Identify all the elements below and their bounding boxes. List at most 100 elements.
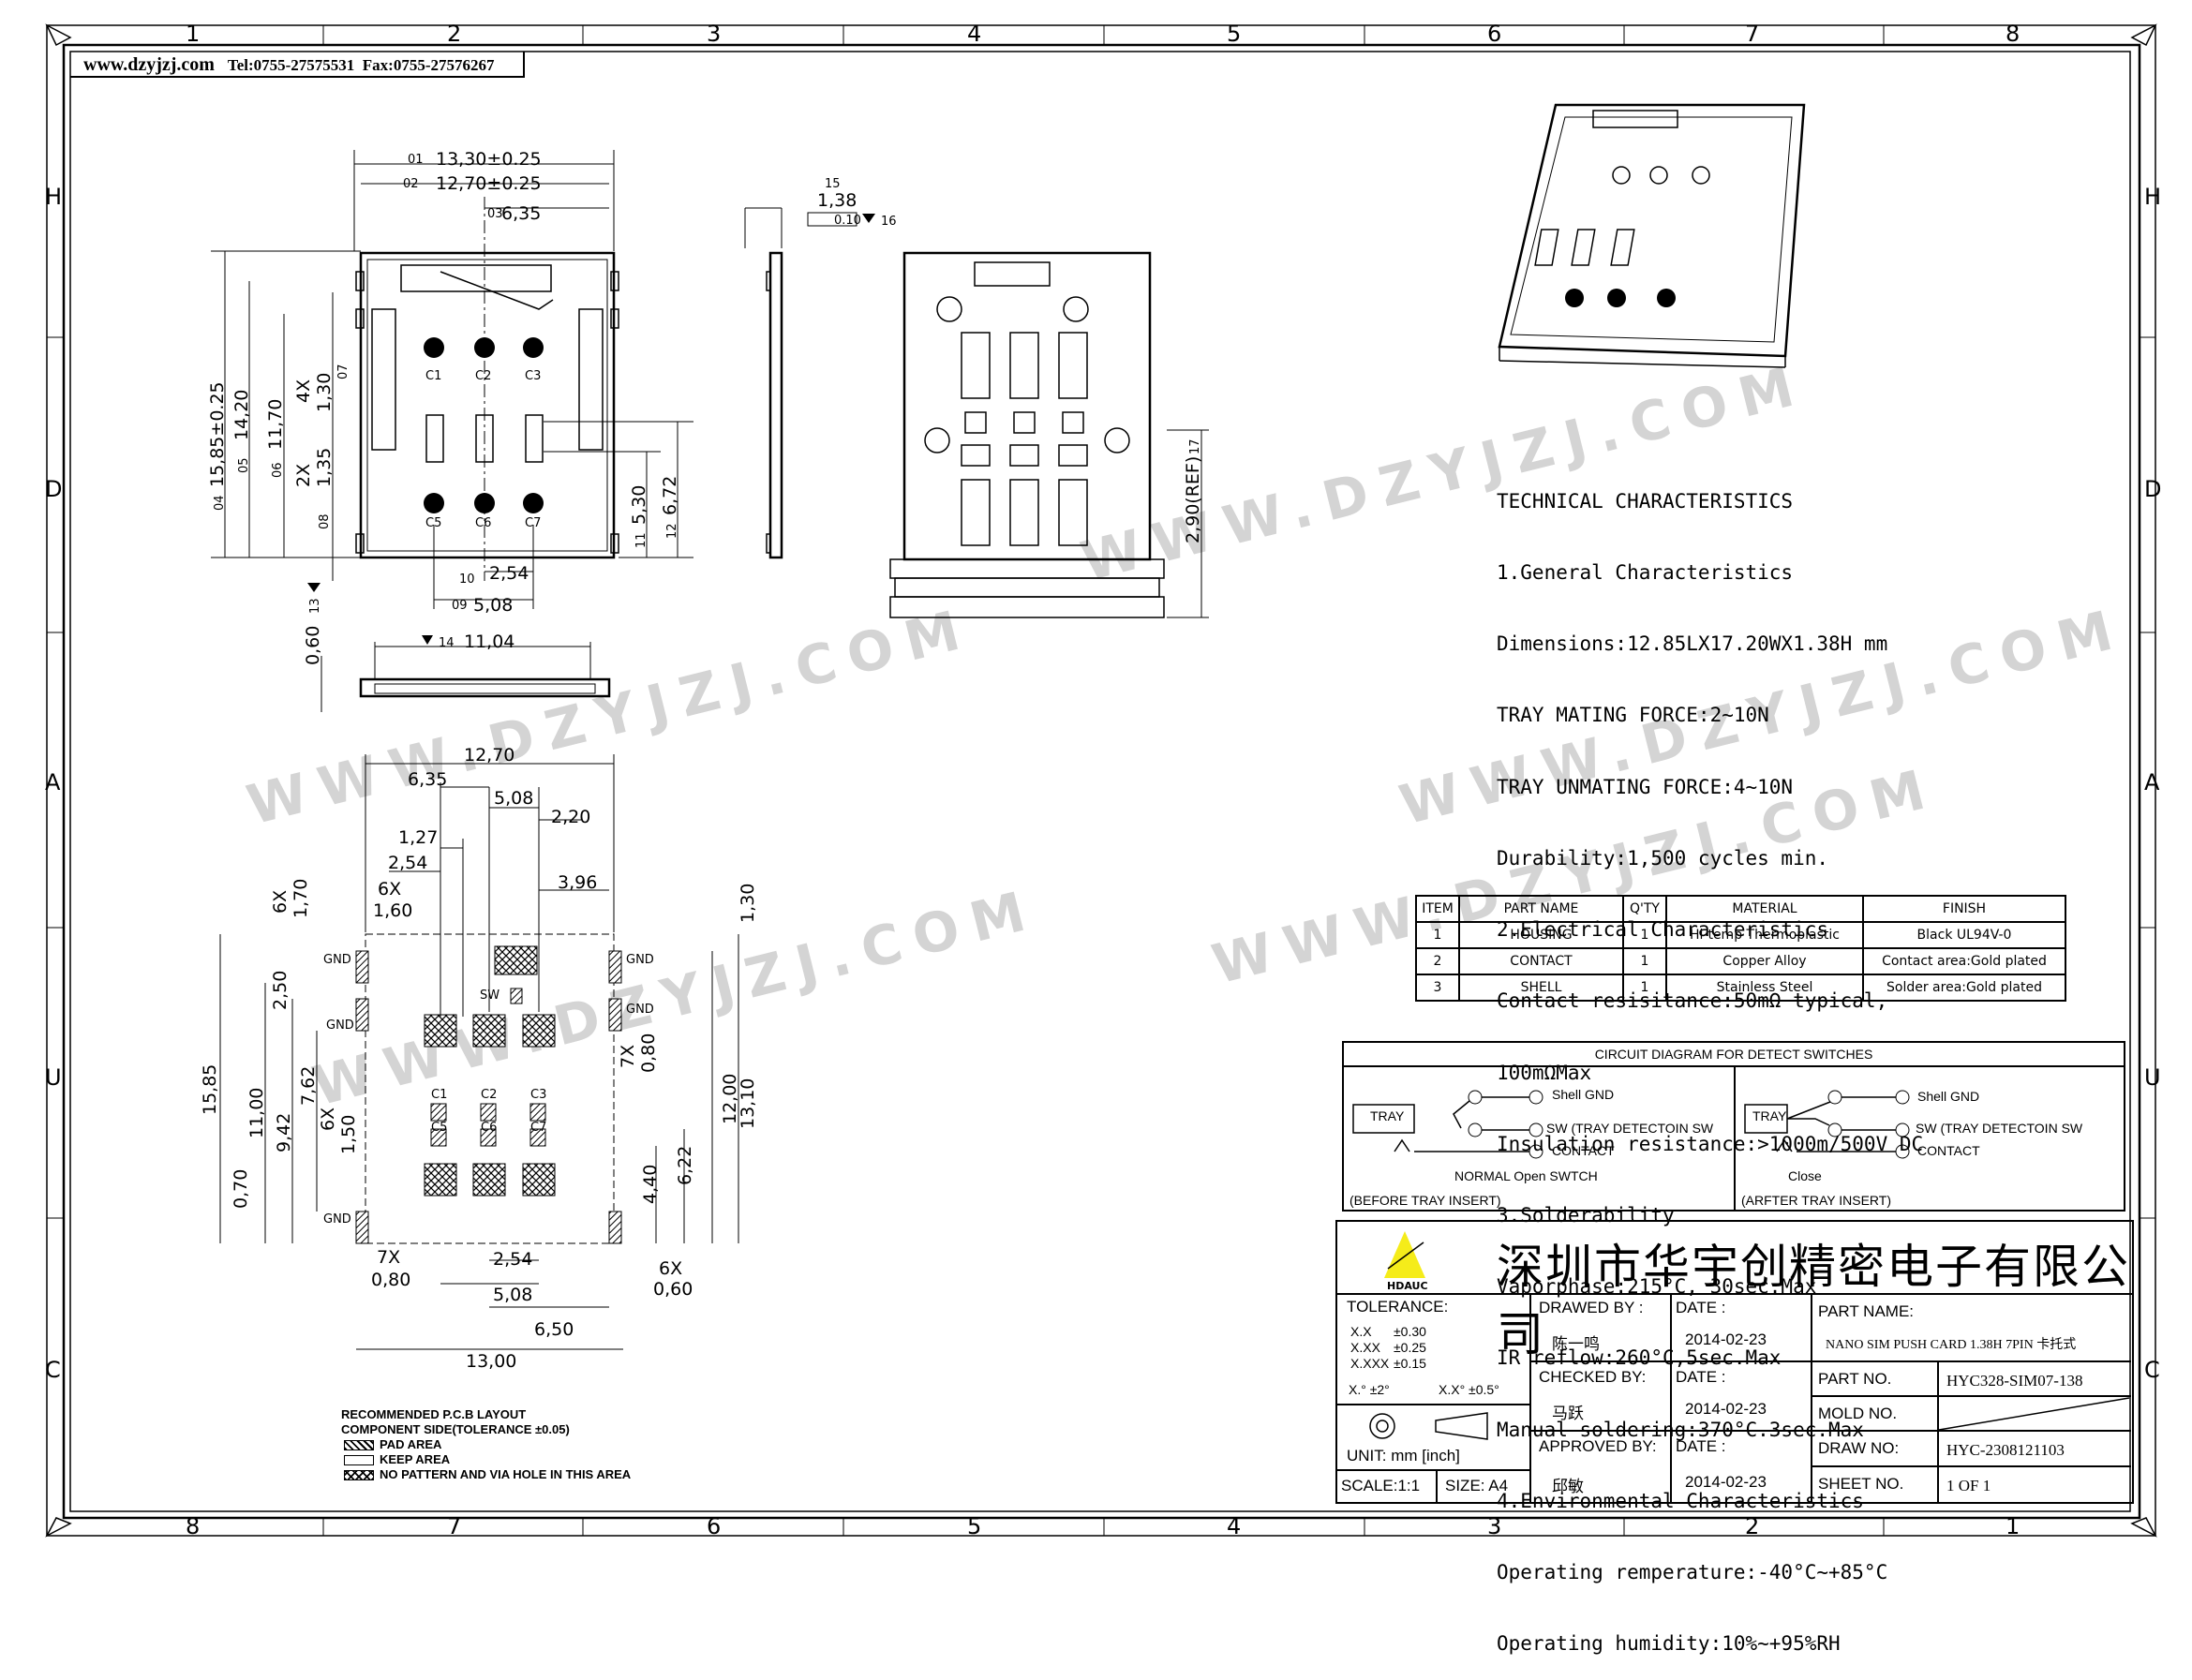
dimension-label: 13,10 [738, 1078, 758, 1129]
dimension-label: 15,85 [200, 1064, 220, 1115]
website-link: www.dzyjzj.com [83, 54, 215, 75]
drawing-line [608, 950, 622, 984]
dimension-label: 12,00 [720, 1074, 740, 1124]
dimension-label: 2,20 [551, 807, 590, 827]
checked-by-label: CHECKED BY: [1539, 1368, 1647, 1386]
drawing-line [964, 411, 987, 434]
drawing-line [766, 533, 771, 554]
dimension-label: 0,80 [371, 1270, 410, 1290]
inner-frame [69, 51, 2131, 1512]
dimension-label: 01 [408, 153, 424, 167]
legend-subtitle: COMPONENT SIDE(TOLERANCE ±0.05) [341, 1422, 570, 1436]
unit-cell: UNIT: mm [inch] [1337, 1405, 1531, 1471]
dimension-label: C1 [431, 1088, 447, 1102]
dimension-label: 0,80 [638, 1033, 659, 1073]
drawing-line [1610, 229, 1635, 266]
column-header: Q'TY [1622, 895, 1667, 923]
dimension-label: 0,70 [231, 1169, 251, 1209]
contact-pads [424, 337, 544, 513]
dimension-label: 6X [318, 1108, 338, 1131]
company-name: 深圳市华宇创精密电子有限公司 [1497, 1240, 2130, 1361]
drawing-line [400, 264, 552, 292]
pad-area-swatch-icon [344, 1440, 374, 1451]
drawing-line [440, 271, 554, 310]
drawing-line [522, 1014, 556, 1048]
corner-arrow-icon [2130, 1517, 2157, 1538]
drawing-line [1058, 479, 1088, 546]
dimension-label: 4X [293, 379, 314, 403]
dimension-label: 1,35 [314, 448, 335, 487]
legend-title: RECOMMENDED P.C.B LAYOUT [341, 1407, 527, 1421]
dimension-label: 0,60 [303, 626, 323, 665]
corner-arrow-icon [2130, 23, 2157, 47]
tol-key: X.XXX [1350, 1356, 1390, 1371]
dimension-label: GND [326, 1018, 354, 1033]
dimension-label: 1,38 [817, 190, 857, 211]
drawing-line [1592, 110, 1678, 128]
dimension-label: H [2144, 184, 2161, 210]
dimension-label: C6 [475, 516, 491, 530]
dimension-label: 6X [378, 879, 401, 899]
caption: (BEFORE TRAY INSERT) [1349, 1193, 1501, 1208]
dimension-label: 4 [967, 21, 981, 47]
approved-by-label: APPROVED BY: [1539, 1437, 1657, 1455]
drawing-line [610, 271, 619, 291]
drawing-line [1009, 332, 1039, 399]
dimension-label: 6X [659, 1258, 682, 1279]
tech-line: TRAY UNMATING FORCE:4~10N [1497, 775, 1794, 798]
drawing-line [366, 259, 608, 552]
drawing-line [480, 1103, 497, 1122]
cell: CONTACT [1458, 947, 1624, 975]
drawing-line [374, 683, 596, 694]
drawing-line [889, 596, 1165, 618]
cell: Contact area:Gold plated [1862, 947, 2066, 975]
drawing-line [608, 1211, 622, 1244]
drawing-line [766, 271, 771, 291]
drawing-line [1009, 479, 1039, 546]
sheet-no-label-cell: SHEET NO. [1812, 1467, 1939, 1502]
drawing-line [1571, 229, 1596, 266]
column-header: MATERIAL [1665, 895, 1864, 923]
dimension-label: H [45, 184, 62, 210]
drawing-line [1058, 444, 1088, 467]
dimension-label: 02 [403, 177, 419, 191]
sheet-no-label: SHEET NO. [1818, 1475, 1904, 1493]
dimension-label: 14,20 [231, 390, 252, 440]
dimension-label: 2,90(REF) [1183, 456, 1203, 543]
drawing-line [510, 988, 523, 1004]
drawing-line [1013, 411, 1036, 434]
date-label: DATE : [1676, 1437, 1726, 1455]
circuit-title: CIRCUIT DIAGRAM FOR DETECT SWITCHES [1344, 1043, 2124, 1067]
dimension-label: 11,70 [265, 399, 286, 450]
dimension-label: 5 [967, 1513, 981, 1539]
drawing-line [1565, 289, 1584, 307]
tol-value: ±0.30 [1394, 1324, 1426, 1339]
dimension-label: 3,96 [558, 872, 597, 893]
drawing-line [424, 1163, 457, 1197]
drawing-line [1534, 229, 1559, 266]
dimension-label: C [2144, 1357, 2160, 1383]
drawing-line [1612, 166, 1631, 185]
drawing-line [610, 308, 619, 329]
border-frame [62, 43, 2141, 1520]
svg-text:HDAUC: HDAUC [1387, 1280, 1428, 1291]
dimension-label: C6 [481, 1121, 497, 1135]
unit-label: UNIT: mm [inch] [1347, 1447, 1460, 1464]
tol-value: ±0.25 [1394, 1340, 1426, 1355]
mold-no-label: MOLD NO. [1818, 1405, 1898, 1422]
drawing-line [924, 427, 950, 453]
dimension-label: 11 [634, 532, 649, 548]
draw-no-value: HYC-2308121103 [1946, 1441, 2065, 1459]
approved-by-cell: APPROVED BY: 邱敏 [1531, 1432, 1672, 1502]
drawing-line [902, 251, 1152, 561]
dimension-label: U [2144, 1064, 2161, 1091]
sheet-no-value-cell: 1 OF 1 [1939, 1467, 2131, 1502]
contact-label: CONTACT [1917, 1143, 1980, 1158]
cell: Hi-temp Thermoplastic [1665, 921, 1864, 949]
keep-area-swatch-icon [344, 1455, 374, 1466]
dimension-label: 04 [213, 495, 227, 511]
drawing-line [1498, 103, 1806, 358]
